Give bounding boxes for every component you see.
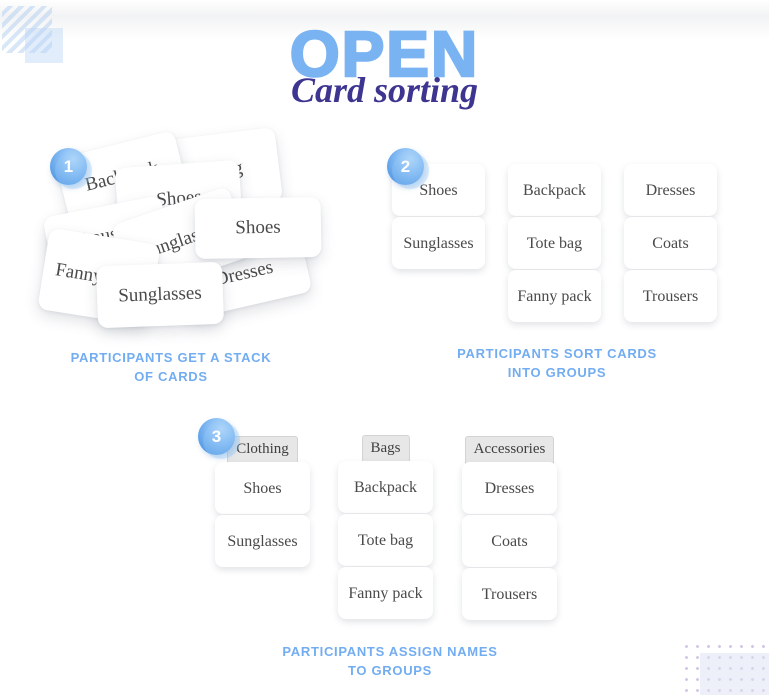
group-name-label: Accessories — [464, 436, 555, 471]
sorted-card: Backpack — [338, 461, 433, 513]
sorted-card: Tote bag — [338, 514, 433, 566]
sorted-card: Fanny pack — [338, 567, 433, 619]
named-card-group: Bags Backpack Tote bag Fanny pack — [338, 435, 433, 619]
square-decoration-bottom-right — [700, 653, 769, 695]
sorted-card: Sunglasses — [215, 515, 310, 567]
card-group: Shoes Sunglasses — [392, 164, 485, 269]
caption-line: OF CARDS — [134, 369, 208, 384]
step-3-badge: 3 — [198, 418, 240, 459]
diagonal-stripes-decoration — [2, 6, 52, 53]
step-1-badge: 1 — [50, 148, 92, 189]
caption-line: INTO GROUPS — [507, 365, 607, 380]
caption-line: TO GROUPS — [347, 663, 433, 678]
caption-line: PARTICIPANTS ASSIGN NAMES — [282, 644, 498, 659]
caption-line: PARTICIPANTS GET A STACK — [70, 350, 272, 365]
sorted-card: Tote bag — [508, 217, 601, 269]
stack-card: Shoes — [194, 196, 322, 260]
card-group: Dresses Coats Trousers — [624, 164, 717, 322]
sorted-card: Fanny pack — [508, 270, 601, 322]
sorted-card: Backpack — [508, 164, 601, 216]
sorted-card: Sunglasses — [392, 217, 485, 269]
named-card-group: Clothing Shoes Sunglasses — [215, 436, 310, 567]
sorted-card: Coats — [624, 217, 717, 269]
step-2-caption: PARTICIPANTS SORT CARDS INTO GROUPS — [447, 344, 667, 382]
sorted-card: Dresses — [462, 462, 557, 514]
step-1-caption: PARTICIPANTS GET A STACK OF CARDS — [61, 348, 281, 386]
header: OPEN Card sorting — [0, 18, 769, 110]
sorted-card: Coats — [462, 515, 557, 567]
sorted-card: Dresses — [624, 164, 717, 216]
caption-line: PARTICIPANTS SORT CARDS — [457, 346, 657, 361]
sorted-card: Shoes — [215, 462, 310, 514]
card-group: Backpack Tote bag Fanny pack — [508, 164, 601, 322]
square-decoration-top-left — [25, 28, 63, 63]
sorted-card: Trousers — [462, 568, 557, 620]
stack-card: Sunglasses — [95, 261, 225, 329]
sorted-card: Trousers — [624, 270, 717, 322]
page-subtitle: Card sorting — [290, 70, 479, 110]
named-card-group: Accessories Dresses Coats Trousers — [462, 436, 557, 620]
step-2-badge: 2 — [387, 148, 429, 189]
step-3-caption: PARTICIPANTS ASSIGN NAMES TO GROUPS — [270, 642, 510, 680]
page-title: OPEN — [289, 18, 480, 90]
